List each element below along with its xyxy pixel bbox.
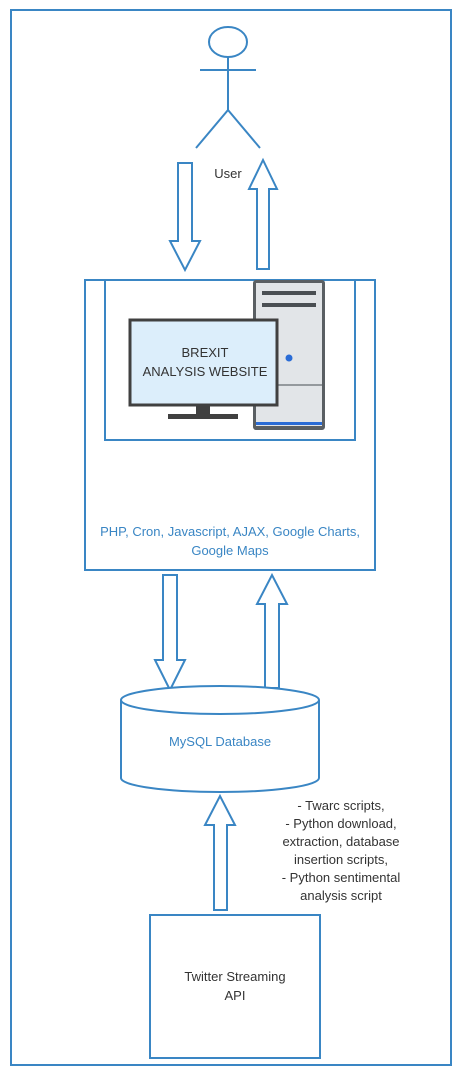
- website-screen-title: BREXIT ANALYSIS WEBSITE: [142, 345, 268, 379]
- scripts-description: - Twarc scripts, - Python download, extr…: [281, 798, 401, 903]
- arrow-up-database-to-website: [255, 572, 289, 689]
- arrow-up-website-to-user: [247, 157, 279, 270]
- arrow-down-website-to-database: [153, 574, 187, 693]
- user-label: User: [214, 166, 242, 181]
- database-cylinder: [120, 685, 320, 793]
- website-inner-box: [104, 279, 356, 441]
- twitter-api-box: [149, 914, 321, 1059]
- user-icon: [195, 26, 261, 149]
- arrow-down-user-to-website: [168, 162, 202, 273]
- website-technologies: PHP, Cron, Javascript, AJAX, Google Char…: [100, 524, 360, 558]
- arrow-up-api-to-database: [203, 793, 237, 911]
- twitter-api-label: Twitter Streaming API: [184, 969, 286, 1003]
- database-label: MySQL Database: [168, 734, 272, 749]
- monitor-icon: [128, 318, 279, 419]
- outer-frame: [10, 9, 452, 1066]
